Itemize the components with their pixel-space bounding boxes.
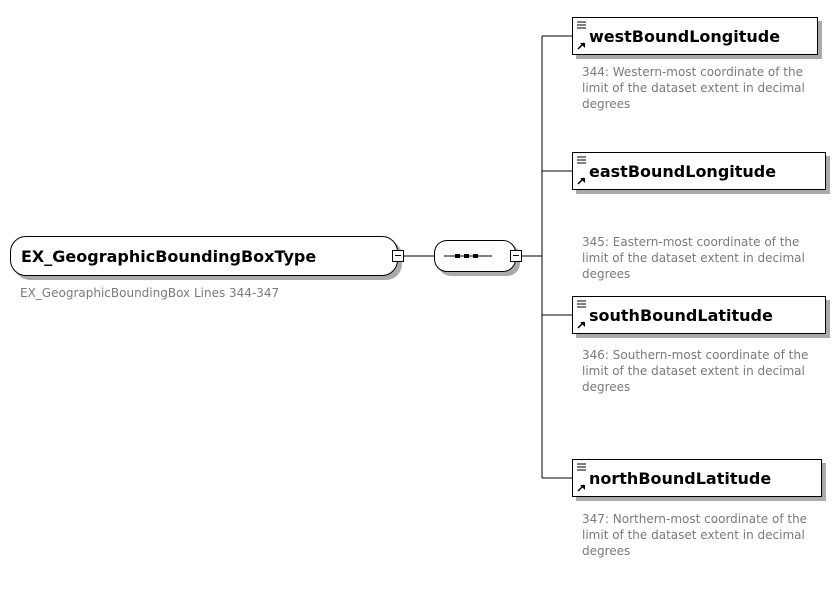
element-northBoundLatitude[interactable]: northBoundLatitude — [572, 459, 822, 497]
root-collapse-toggle[interactable] — [392, 250, 404, 262]
root-type-name: EX_GeographicBoundingBoxType — [21, 246, 317, 266]
element-name: westBoundLongitude — [589, 26, 781, 46]
element-description: 344: Western-most coordinate of the limi… — [582, 65, 805, 111]
element-description: 346: Southern-most coordinate of the lim… — [582, 348, 809, 394]
element-reference-icon — [577, 300, 586, 329]
element-reference-icon — [577, 156, 586, 185]
element-eastBoundLongitude[interactable]: eastBoundLongitude — [572, 152, 826, 190]
element-westBoundLongitude[interactable]: westBoundLongitude — [572, 17, 818, 55]
sequence-collapse-toggle[interactable] — [510, 250, 522, 262]
element-name: northBoundLatitude — [589, 468, 772, 488]
element-name: eastBoundLongitude — [589, 161, 777, 181]
element-reference-icon — [577, 21, 586, 50]
element-description: 347: Northern-most coordinate of the lim… — [582, 512, 808, 558]
element-reference-icon — [577, 463, 586, 492]
root-type-box[interactable]: EX_GeographicBoundingBoxType — [10, 236, 398, 276]
root-type-description: EX_GeographicBoundingBox Lines 344-347 — [20, 286, 280, 300]
sequence-icon — [444, 254, 492, 258]
element-name: southBoundLatitude — [589, 305, 773, 325]
element-southBoundLatitude[interactable]: southBoundLatitude — [572, 296, 826, 334]
element-description: 345: Eastern-most coordinate of the limi… — [582, 235, 805, 281]
sequence-compositor[interactable] — [434, 240, 516, 272]
